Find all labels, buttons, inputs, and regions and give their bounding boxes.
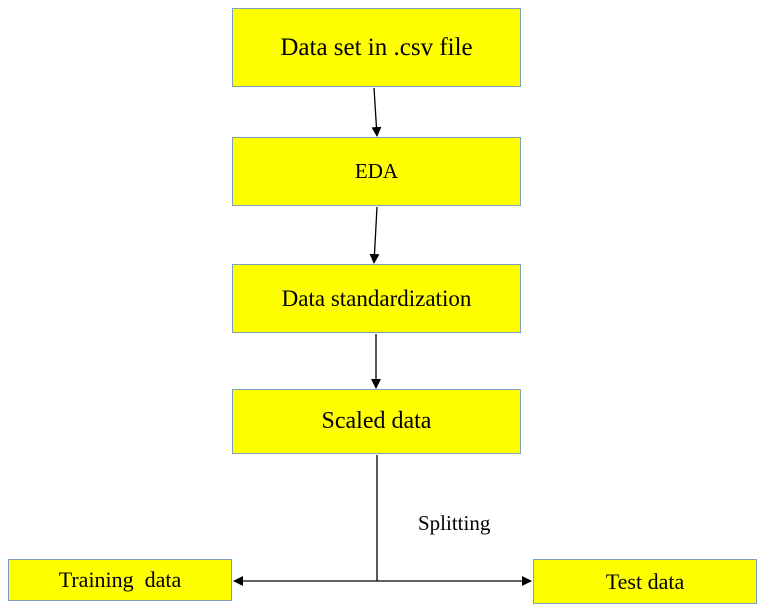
arrow-eda-to-standardization xyxy=(369,206,380,264)
node-training-data-label: Training data xyxy=(58,567,182,592)
node-scaled-data: Scaled data xyxy=(232,389,521,454)
arrow-csv-to-eda xyxy=(371,87,382,137)
edge-label-splitting: Splitting xyxy=(418,511,491,535)
node-data-standardization-label: Data standardization xyxy=(281,285,472,311)
node-data-standardization: Data standardization xyxy=(232,264,521,333)
node-dataset-csv: Data set in .csv file xyxy=(232,8,521,87)
node-training-data: Training data xyxy=(8,559,232,601)
node-scaled-data-label: Scaled data xyxy=(321,408,432,434)
node-dataset-csv-label: Data set in .csv file xyxy=(280,33,473,61)
node-eda: EDA xyxy=(232,137,521,206)
node-test-data-label: Test data xyxy=(605,568,685,594)
node-test-data: Test data xyxy=(533,559,757,604)
node-eda-label: EDA xyxy=(354,159,399,183)
